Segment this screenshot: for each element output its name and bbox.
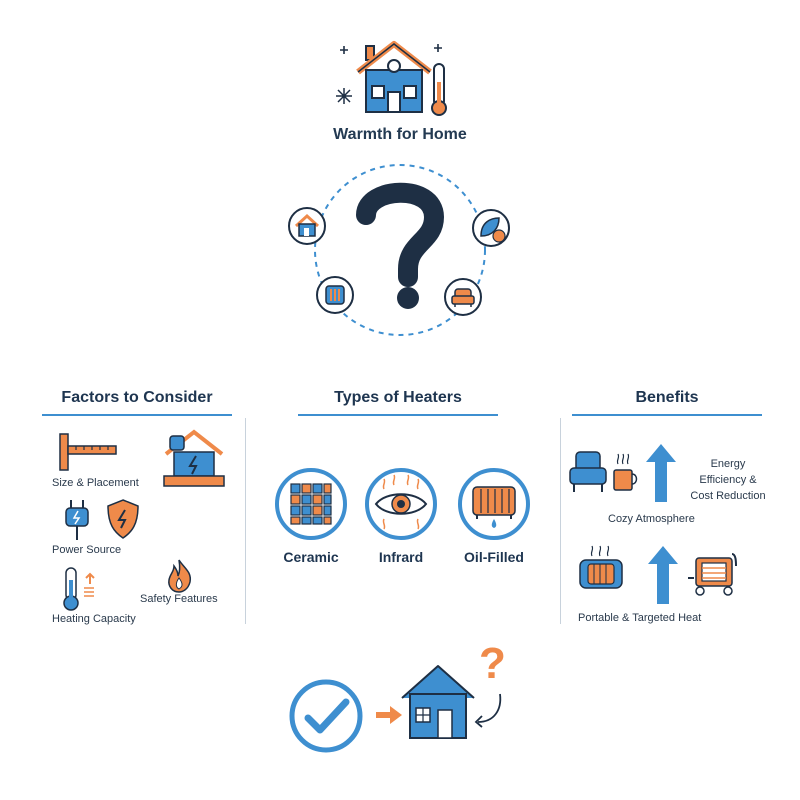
up-arrow-icon [646,444,676,502]
house-node-icon [288,207,326,245]
oil-filled-radiator-icon [458,468,530,540]
benefit-portable-label: Portable & Targeted Heat [578,612,702,624]
house-thermometer-icon [336,41,447,116]
factors-heading: Factors to Consider [61,389,213,406]
check-circle-icon [289,679,363,753]
type-oil-filled-label: Oil-Filled [464,549,524,565]
up-arrow-icon-2 [648,546,678,604]
factor-capacity-label: Heating Capacity [52,613,136,625]
factor-size-label: Size & Placement [52,477,139,489]
benefit-energy-label: Energy Efficiency & Cost Reduction [690,458,766,502]
types-heading: Types of Heaters [334,389,462,406]
radiator-icon [579,545,623,589]
leaf-coin-node-icon [472,209,510,247]
flame-icon [168,559,192,593]
house-power-icon [163,429,225,487]
benefit-cozy-label: Cozy Atmosphere [608,513,695,525]
question-mark: ? [479,639,506,688]
type-infrared-label: Infrard [378,549,424,565]
factor-power-label: Power Source [52,544,122,556]
armchair-node-icon [444,278,482,316]
plug-icon [65,500,89,540]
page-title: Warmth for Home [333,126,467,143]
home-icon [401,665,475,739]
ceramic-heater-icon [275,468,347,540]
type-ceramic-label: Ceramic [283,549,339,565]
question-ring [314,164,486,336]
armchair-mug-icon [569,451,638,492]
curved-arrow-icon [474,693,502,728]
benefits-heading: Benefits [635,389,699,406]
factor-safety-label: Safety Features [140,593,218,605]
arrow-right-icon [376,706,402,724]
ruler-icon [59,433,117,471]
portable-heater-icon [688,553,737,596]
shield-bolt-icon [107,499,139,539]
infrared-eye-icon [365,468,437,540]
heater-node-icon [316,276,354,314]
thermometer-icon [63,567,95,611]
